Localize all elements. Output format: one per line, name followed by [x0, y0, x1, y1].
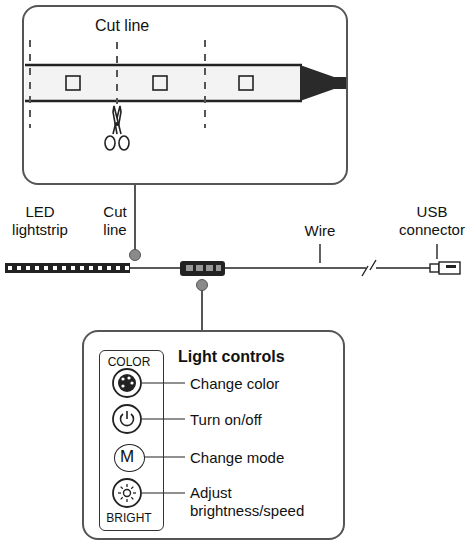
palette-icon [118, 374, 136, 392]
sun-ray [126, 499, 127, 502]
part-label: LED lightstrip [2, 203, 78, 239]
sun-ray [131, 497, 133, 499]
sun-rays [118, 484, 136, 502]
controller-box [180, 261, 225, 276]
callout-leader [201, 288, 203, 330]
scissors [105, 106, 129, 150]
cut-line-dashed [116, 42, 118, 104]
control-label: Change mode [190, 449, 284, 467]
sun-ray [126, 484, 127, 487]
control-label: Turn on/off [190, 411, 262, 429]
led-chip [66, 76, 80, 90]
control-label: Adjust brightness/speed [190, 484, 315, 520]
scissor-handle [119, 136, 129, 150]
palette-dot [121, 384, 124, 387]
scissor-handle [105, 136, 115, 150]
control-label: Change color [190, 375, 279, 393]
control-panel: COLOR BRIGHT M [99, 350, 164, 531]
sun-ray [121, 497, 123, 499]
palette-dot [121, 377, 124, 380]
power-icon [126, 411, 128, 419]
sun-ray [121, 487, 123, 489]
led-chip [239, 76, 253, 90]
led-lightstrip [5, 263, 130, 273]
part-label: USB connector [396, 203, 468, 239]
strip-edge [25, 64, 302, 67]
leader-line [436, 244, 437, 259]
palette-dot [130, 381, 133, 384]
wire [225, 267, 366, 269]
strip-band [25, 65, 302, 101]
scissor-pivot [116, 123, 119, 126]
scissor-blade [113, 106, 121, 134]
callout-dot [197, 280, 208, 291]
sun-ray [133, 492, 136, 493]
wire-break-mark [362, 260, 376, 276]
led-dots [5, 263, 130, 273]
sun-ray [131, 487, 133, 489]
bright-button [113, 479, 141, 507]
button-letter: M [115, 448, 139, 466]
cut-line-title: Cut line [95, 17, 149, 35]
panel-label: BRIGHT [100, 509, 158, 527]
panel-label: COLOR [100, 353, 158, 371]
callout-box: Light controlsChange colorTurn on/offCha… [82, 330, 345, 540]
zoomed-strip [25, 40, 346, 128]
cut-line-dashed [204, 40, 206, 128]
usb-contact [446, 265, 456, 268]
part-label: Wire [300, 222, 340, 240]
led-chip [153, 76, 167, 90]
callout-box: Cut line [22, 5, 348, 185]
usb-connector-body [430, 264, 439, 272]
usb-connector-plug [439, 262, 460, 274]
controller-button [196, 265, 203, 271]
mode-button: M [114, 444, 145, 472]
controller-button [216, 265, 221, 271]
callout-dot [130, 250, 141, 261]
scissor-blade [113, 106, 121, 134]
sun-icon [124, 490, 131, 497]
panel-title: Light controls [178, 348, 285, 366]
main-assembly [5, 185, 460, 330]
leader-line [319, 244, 320, 263]
callout-leader [134, 185, 136, 252]
part-label: Cut line [95, 203, 135, 239]
controller-button [206, 265, 213, 271]
wire [130, 267, 180, 269]
wire [376, 267, 430, 269]
strip-edge [25, 100, 302, 103]
strip-end-cap [300, 65, 346, 101]
palette-dot [127, 376, 130, 379]
cut-line-dashed [29, 40, 31, 128]
sun-ray [118, 492, 121, 493]
color-button [113, 369, 141, 397]
power-button [113, 405, 141, 433]
controller-button [186, 265, 193, 271]
control-buttons [113, 369, 185, 507]
